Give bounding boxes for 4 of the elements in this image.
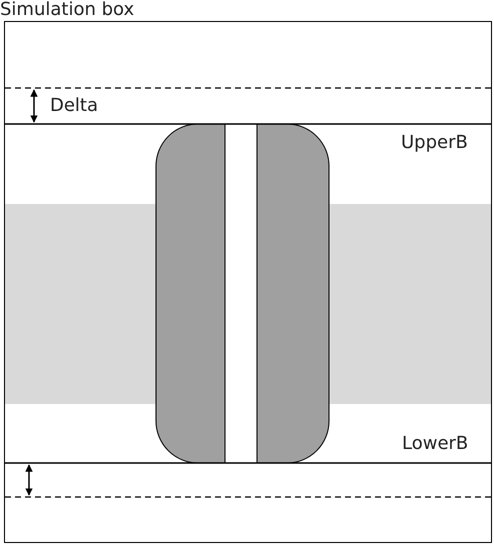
diagram-title: Simulation box <box>0 0 134 20</box>
dimension-label: Delta <box>50 96 98 116</box>
boundary-label: LowerB <box>402 434 468 454</box>
boundary-label: UpperB <box>401 133 468 153</box>
